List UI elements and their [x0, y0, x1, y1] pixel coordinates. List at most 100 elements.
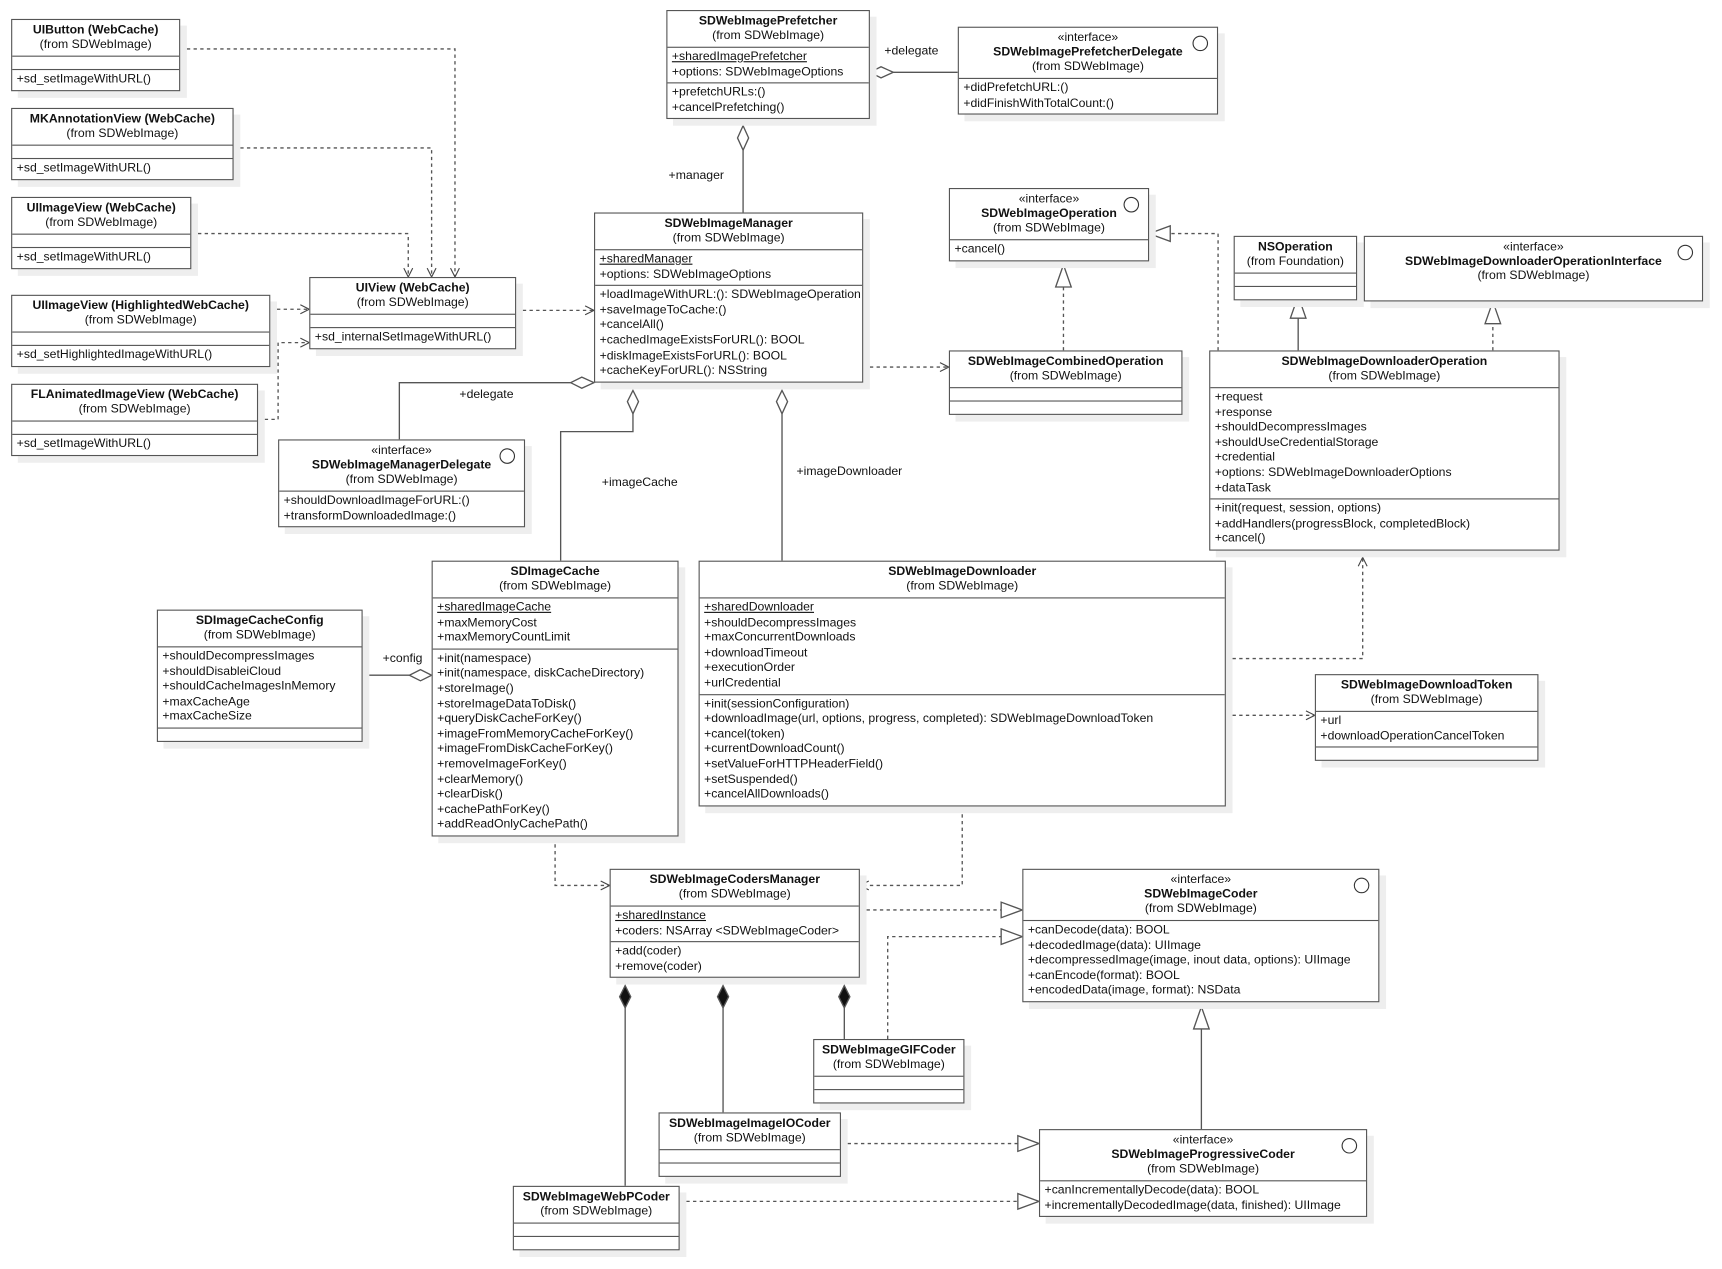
class-package: (from SDWebImage)	[45, 215, 158, 230]
attribute: +shouldCacheImagesInMemory	[162, 679, 336, 694]
method: +cancel()	[954, 242, 1006, 256]
class-package: (from SDWebImage)	[993, 221, 1105, 235]
interface-sdwebimageprogressivecoder[interactable]: «interface»SDWebImageProgressiveCoder(fr…	[1038, 1129, 1368, 1218]
realize-tri-dlop-interface	[1484, 299, 1502, 325]
dep-downloader-dlop	[1225, 557, 1363, 660]
class-sdimagecache[interactable]: SDImageCache(from SDWebImage) +sharedIma…	[431, 560, 679, 837]
method: +sd_setImageWithURL()	[16, 161, 152, 175]
methods-section: +sd_setImageWithURL()	[12, 435, 257, 455]
method: +cancelPrefetching()	[671, 100, 785, 115]
realize-tri-dlop-operation	[1147, 224, 1171, 243]
method: +loadImageWithURL:(): SDWebImageOperatio…	[599, 288, 861, 302]
methods-section	[950, 402, 1181, 414]
methods-section: +didPrefetchURL:() +didFinishWithTotalCo…	[959, 79, 1217, 114]
class-name: UIButton (WebCache)	[32, 23, 159, 37]
role-label-prefetcher-manager: +manager	[668, 169, 724, 183]
class-name: SDImageCache	[510, 565, 600, 579]
methods-section	[1316, 748, 1537, 760]
interface-sdwebimageoperation[interactable]: «interface»SDWebImageOperation(from SDWe…	[948, 187, 1150, 261]
class-sdwebimagedownloadtoken[interactable]: SDWebImageDownloadToken(from SDWebImage)…	[1314, 674, 1539, 762]
class-sdwebimagewebpcoder[interactable]: SDWebImageWebPCoder(from SDWebImage)	[512, 1185, 680, 1251]
attribute: +shouldUseCredentialStorage	[1214, 435, 1379, 450]
class-sdwebimageimageiocoder[interactable]: SDWebImageImageIOCoder(from SDWebImage)	[658, 1112, 841, 1177]
method: +imageFromDiskCacheForKey()	[437, 742, 613, 756]
class-uiimageview-webcache[interactable]: UIImageView (WebCache)(from SDWebImage) …	[11, 196, 192, 269]
method: +prefetchURLs:()	[671, 85, 766, 100]
realize-dlop-operation	[1170, 232, 1219, 351]
interface-circle-icon	[1192, 35, 1209, 52]
method: +didPrefetchURL:()	[963, 81, 1069, 95]
class-package: (from Foundation)	[1246, 254, 1345, 269]
method: +canEncode(format): BOOL	[1027, 968, 1180, 983]
method: +cancelAllDownloads()	[704, 787, 829, 802]
class-package: (from SDWebImage)	[678, 887, 791, 902]
class-package: (from SDWebImage)	[499, 579, 612, 593]
class-sdwebimagegifcoder[interactable]: SDWebImageGIFCoder(from SDWebImage)	[813, 1038, 965, 1104]
role-label-manager-delegate: +delegate	[459, 388, 514, 402]
class-sdimagecacheconfig[interactable]: SDImageCacheConfig(from SDWebImage) +sho…	[156, 609, 363, 742]
class-sdwebimagecodersmanager[interactable]: SDWebImageCodersManager(from SDWebImage)…	[609, 868, 860, 979]
class-uiview-webcache[interactable]: UIView (WebCache)(from SDWebImage) +sd_i…	[309, 276, 517, 349]
attributes-section	[814, 1077, 964, 1091]
class-name: UIImageView (HighlightedWebCache)	[32, 299, 249, 313]
class-nsoperation[interactable]: NSOperation(from Foundation)	[1233, 235, 1358, 301]
methods-section: +cancel()	[950, 240, 1148, 260]
dep-uibutton-uiview	[180, 48, 455, 277]
class-package: (from SDWebImage)	[345, 472, 458, 487]
attribute: +url	[1320, 714, 1342, 728]
static-attribute: +sharedInstance	[615, 908, 706, 923]
method: +clearMemory()	[437, 772, 524, 786]
static-attribute: +sharedDownloader	[704, 600, 815, 615]
attributes-section	[12, 57, 180, 71]
class-uibutton-webcache[interactable]: UIButton (WebCache)(from SDWebImage) +sd…	[11, 18, 181, 91]
method: +addReadOnlyCachePath()	[437, 817, 588, 832]
attributes-section	[12, 235, 191, 249]
class-flanimatedimageview-webcache[interactable]: FLAnimatedImageView (WebCache)(from SDWe…	[11, 383, 259, 456]
interface-sdwebimageprefetcherdelegate[interactable]: «interface»SDWebImagePrefetcherDelegate(…	[957, 26, 1219, 115]
attribute: +options: SDWebImageOptions	[671, 65, 844, 79]
method: +canIncrementallyDecode(data): BOOL	[1044, 1183, 1260, 1197]
class-mkannotationview-webcache[interactable]: MKAnnotationView (WebCache)(from SDWebIm…	[11, 107, 234, 180]
methods-section	[814, 1090, 963, 1102]
realize-tri-codersmanager-coder	[1000, 901, 1025, 919]
method: +setValueForHTTPHeaderField()	[704, 757, 884, 771]
role-label-manager-imagedownloader: +imageDownloader	[796, 464, 903, 479]
method: +storeImage()	[437, 681, 514, 696]
class-sdwebimagedownloader[interactable]: SDWebImageDownloader(from SDWebImage) +s…	[698, 560, 1226, 807]
class-sdwebimagedownloaderoperation[interactable]: SDWebImageDownloaderOperation(from SDWeb…	[1209, 350, 1560, 551]
class-package: (from SDWebImage)	[540, 1204, 653, 1219]
class-package: (from SDWebImage)	[906, 579, 1019, 593]
attribute: +maxMemoryCost	[437, 615, 537, 630]
method: +init(request, session, options)	[1214, 501, 1382, 516]
method: +init(namespace, diskCacheDirectory)	[437, 666, 645, 681]
class-name: SDWebImageDownloaderOperation	[1281, 354, 1488, 369]
attributes-section	[659, 1150, 840, 1164]
class-sdwebimagecombinedoperation[interactable]: SDWebImageCombinedOperation(from SDWebIm…	[948, 350, 1183, 415]
realize-tri-combined-operation	[1054, 262, 1073, 288]
methods-section: +shouldDownloadImageForURL:() +transform…	[279, 492, 524, 527]
attribute: +maxCacheAge	[162, 695, 250, 709]
class-name: SDWebImageCoder	[1144, 887, 1258, 902]
class-package: (from SDWebImage)	[39, 37, 152, 52]
method: +encodedData(image, format): NSData	[1027, 983, 1241, 998]
comp-diamond-imageio	[716, 984, 730, 1010]
interface-circle-icon	[1341, 1137, 1358, 1154]
class-package: (from SDWebImage)	[1144, 902, 1257, 916]
method: +cancel(token)	[704, 727, 785, 741]
interface-sdwebimagecoder[interactable]: «interface»SDWebImageCoder(from SDWebIma…	[1022, 868, 1380, 1003]
gen-tri-progressive-coder	[1192, 1004, 1211, 1030]
method: +add(coder)	[615, 944, 682, 958]
static-attribute: +sharedImageCache	[437, 600, 552, 615]
class-uiimageview-highlightedwebcache[interactable]: UIImageView (HighlightedWebCache)(from S…	[11, 294, 271, 367]
class-sdwebimageprefetcher[interactable]: SDWebImagePrefetcher(from SDWebImage) +s…	[666, 10, 870, 120]
attributes-section	[1234, 274, 1357, 287]
methods-section: +init(request, session, options) +addHan…	[1210, 500, 1558, 550]
attributes-section	[310, 315, 516, 329]
interface-sdwebimagedownloaderoperationinterface[interactable]: «interface»SDWebImageDownloaderOperation…	[1363, 235, 1704, 302]
attributes-section	[12, 422, 257, 435]
class-sdwebimagemanager[interactable]: SDWebImageManager(from SDWebImage) +shar…	[594, 212, 864, 383]
stereotype: «interface»	[1172, 1133, 1234, 1147]
method: +decodedImage(data): UIImage	[1027, 938, 1201, 952]
interface-sdwebimagemanagerdelegate[interactable]: «interface»SDWebImageManagerDelegate(fro…	[278, 439, 526, 528]
